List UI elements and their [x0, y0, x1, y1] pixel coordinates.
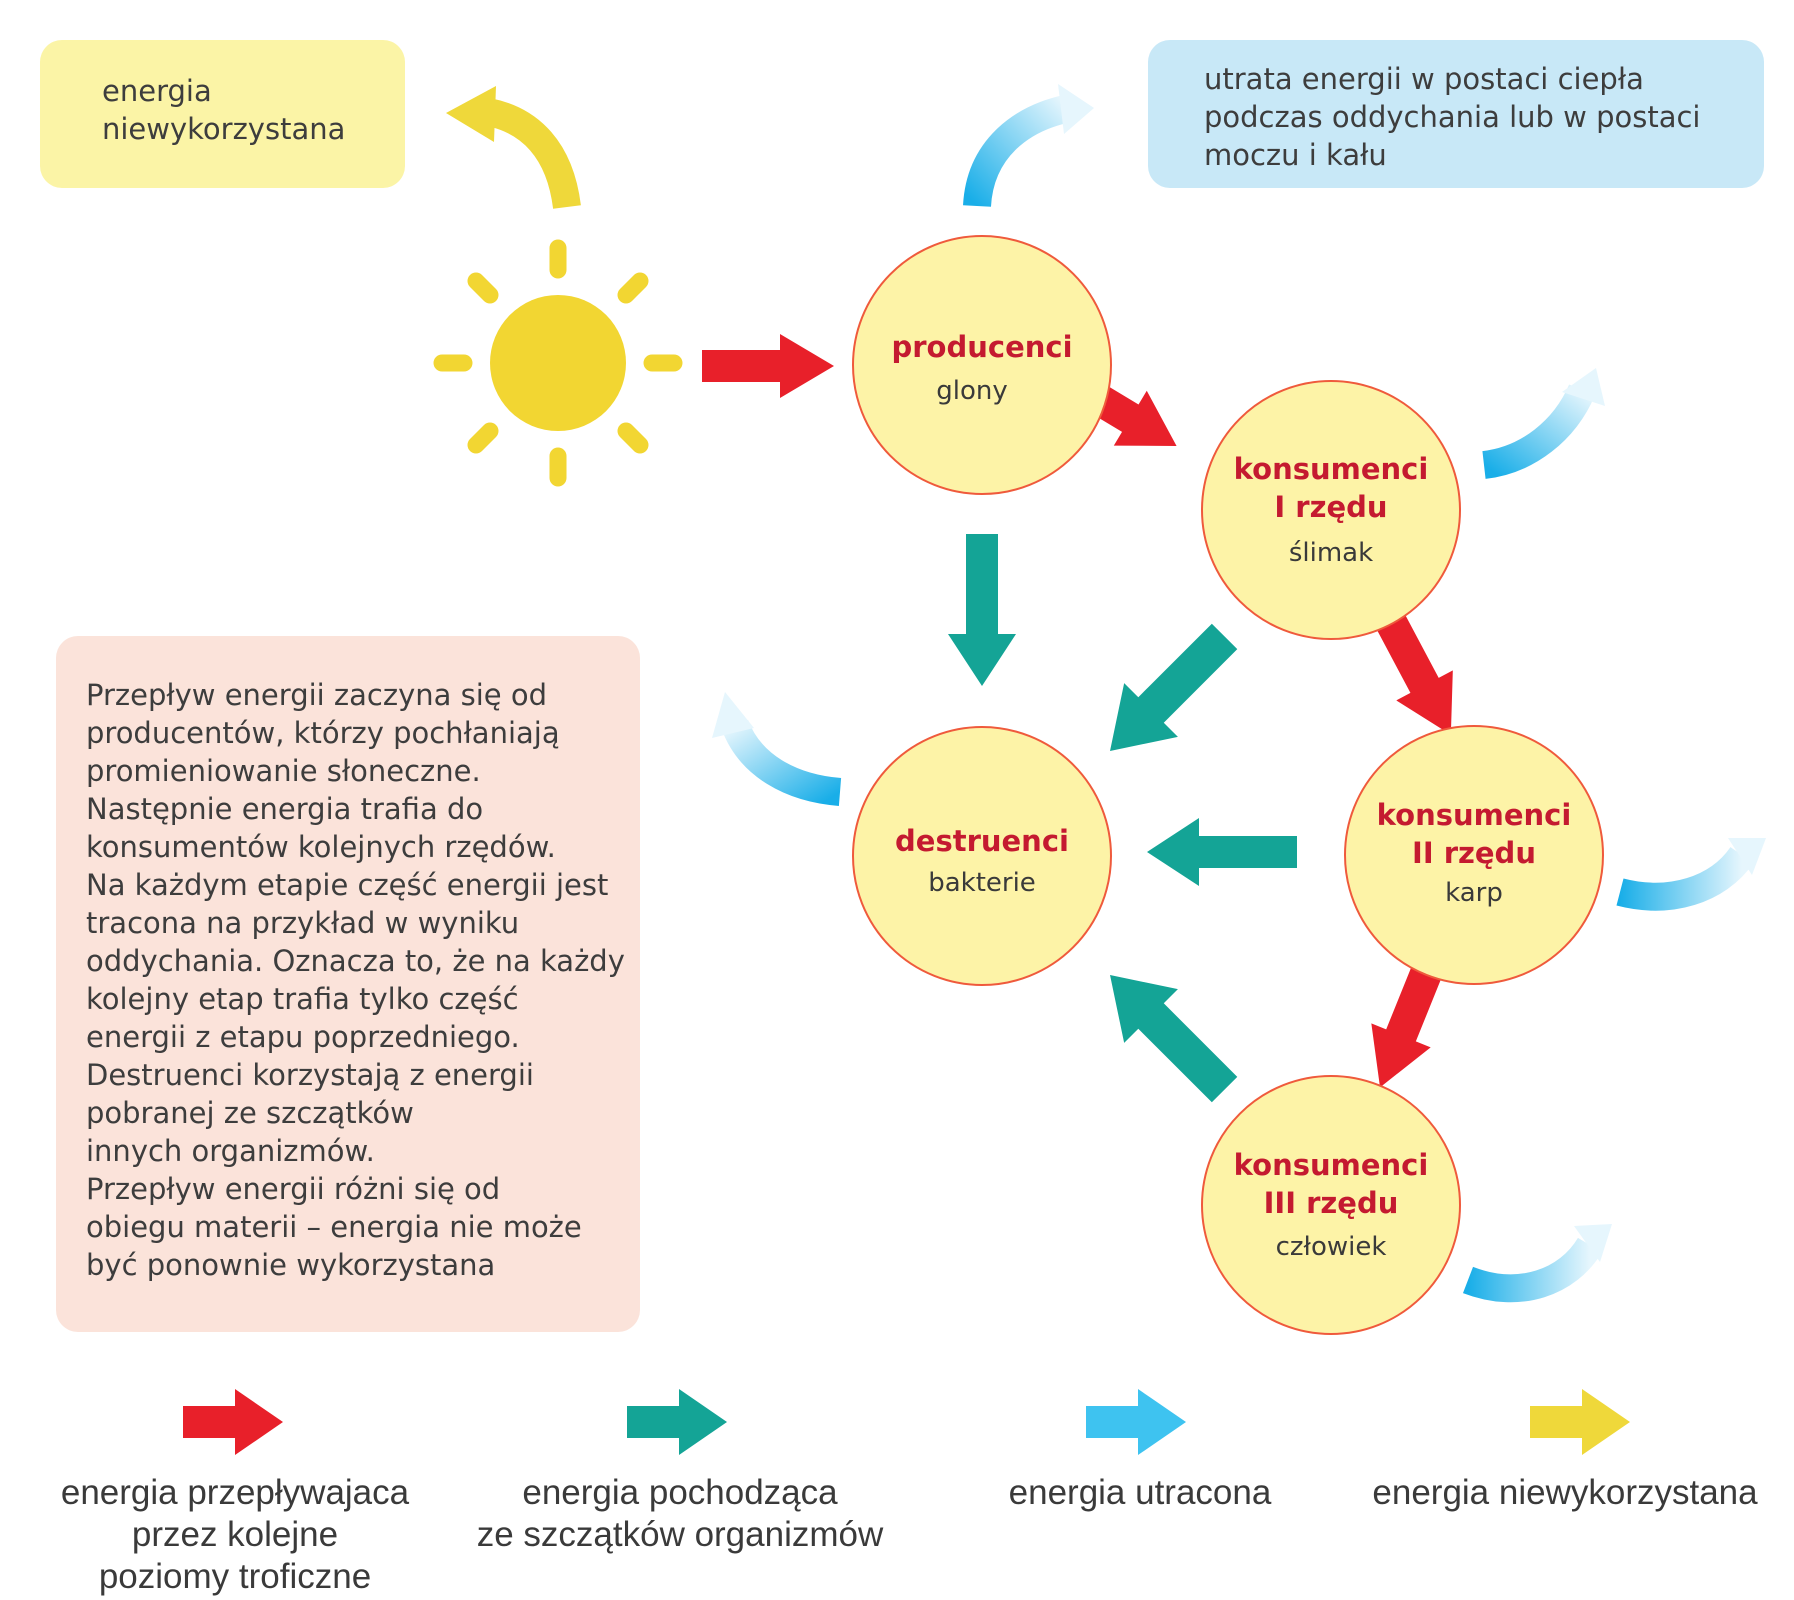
unused-energy-text: energia niewykorzystana	[102, 74, 346, 146]
consumers-1-node	[1201, 380, 1461, 640]
flow-arrow-consumers-1-consumers-2	[1371, 603, 1453, 735]
remains-arrow-producers	[948, 534, 1016, 686]
lost-energy-arrow-consumers-2	[1616, 838, 1766, 911]
consumers-3-node	[1201, 1075, 1461, 1335]
legend-arrow-unused	[1530, 1389, 1630, 1455]
flow-arrow-sun-producers	[702, 334, 834, 398]
producers-title: producenci	[891, 330, 1073, 364]
consumers-1-example: ślimak	[1288, 538, 1374, 568]
legend-label-flow: energia przepływajaca przez kolejne pozi…	[60, 1473, 410, 1596]
heat-loss-box	[1148, 40, 1764, 188]
producers-example: glony	[936, 376, 1008, 406]
consumers-2-example: karp	[1445, 878, 1503, 908]
sun-icon	[433, 239, 683, 487]
lost-energy-arrow-consumers-1	[1481, 368, 1605, 479]
unused-energy-box	[40, 40, 405, 188]
unused-energy-arrow	[446, 86, 581, 210]
description-box	[56, 636, 640, 1332]
description-text: Przepływ energii zaczyna się od producen…	[86, 678, 625, 1282]
lost-energy-arrow-decomposers	[712, 692, 842, 806]
heat-loss-text: utrata energii w postaci ciepła podczas …	[1204, 62, 1701, 172]
remains-arrow-consumers-2	[1147, 818, 1297, 886]
legend-arrow-lost	[1086, 1389, 1186, 1455]
flow-arrow-consumers-2-consumers-3	[1371, 962, 1443, 1088]
consumers-3-title: konsumenci III rzędu	[1233, 1148, 1429, 1220]
legend-arrow-remains	[627, 1389, 727, 1455]
legend-arrow-flow	[183, 1389, 283, 1455]
producers-node	[852, 235, 1112, 495]
decomposers-example: bakterie	[928, 868, 1036, 898]
decomposers-title: destruenci	[895, 824, 1069, 858]
lost-energy-arrow-producers	[963, 84, 1094, 208]
legend-label-remains: energia pochodząca ze szczątków organizm…	[476, 1473, 884, 1554]
remains-arrow-consumers-1	[1110, 623, 1238, 751]
consumers-2-title: konsumenci II rzędu	[1376, 798, 1572, 870]
consumers-2-node	[1344, 725, 1604, 985]
consumers-1-title: konsumenci I rzędu	[1233, 452, 1429, 524]
lost-energy-arrow-consumers-3	[1462, 1224, 1612, 1303]
remains-arrow-consumers-3	[1110, 975, 1238, 1103]
decomposers-node	[852, 726, 1112, 986]
legend-label-lost: energia utracona	[1008, 1473, 1272, 1512]
consumers-3-example: człowiek	[1275, 1232, 1387, 1262]
legend-label-unused: energia niewykorzystana	[1372, 1473, 1758, 1512]
